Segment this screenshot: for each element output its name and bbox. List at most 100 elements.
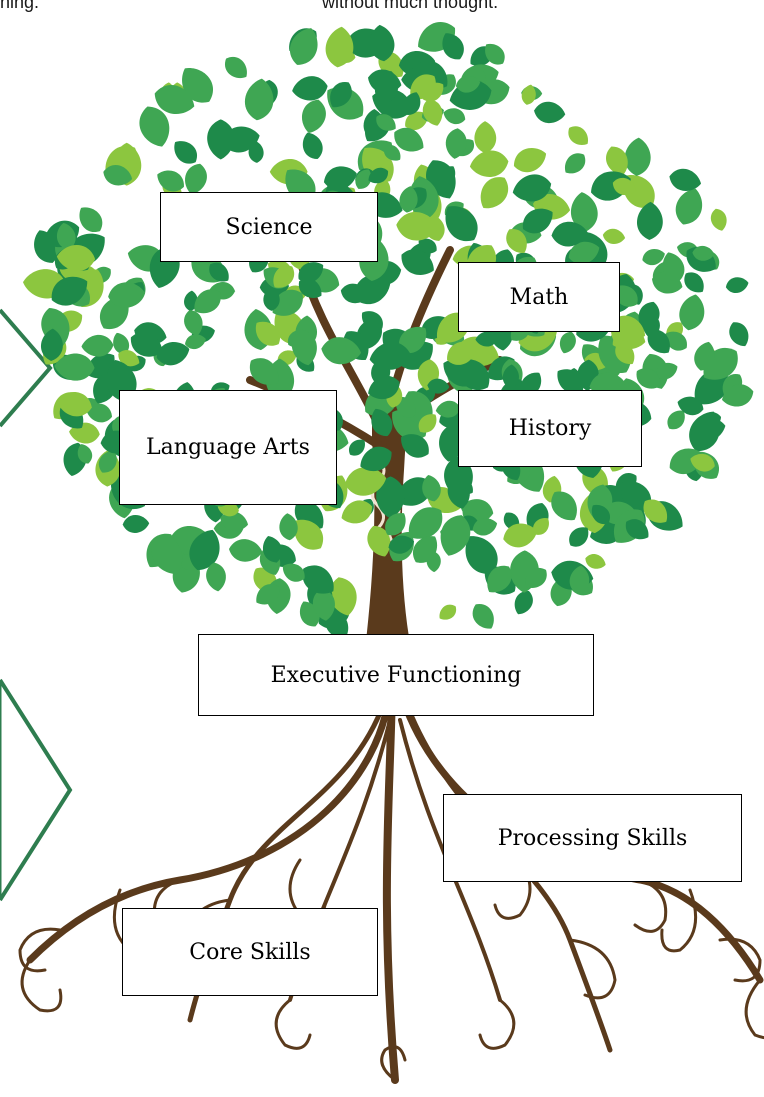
leaf <box>41 328 63 361</box>
leaf <box>729 322 749 347</box>
leaf <box>475 331 498 347</box>
leaf <box>442 33 464 60</box>
leaf <box>57 392 92 417</box>
leaf <box>51 276 88 306</box>
leaf <box>396 212 439 241</box>
leaf <box>290 28 318 65</box>
leaf <box>228 539 263 562</box>
leaf <box>292 76 328 101</box>
leaf <box>559 331 576 354</box>
leaf <box>525 567 547 588</box>
leaf <box>182 68 214 103</box>
leaf <box>621 481 651 513</box>
leaf <box>189 529 220 571</box>
leaf <box>401 249 434 275</box>
leaf <box>174 141 197 164</box>
leaf <box>450 466 467 483</box>
leaf <box>624 137 651 176</box>
chevron-arrow-upper <box>0 308 53 428</box>
leaf <box>665 331 687 351</box>
leaf <box>585 554 606 569</box>
leaf <box>294 519 323 550</box>
leaf <box>302 132 323 160</box>
leaf <box>184 334 206 350</box>
leaf <box>445 206 478 242</box>
leaf <box>455 75 481 93</box>
leaf <box>694 341 715 371</box>
leaf <box>412 536 438 563</box>
leaf <box>369 342 410 370</box>
leaf <box>79 207 103 233</box>
leaf <box>272 289 303 316</box>
leaf <box>388 535 415 554</box>
leaf <box>394 127 424 152</box>
leaf <box>98 450 117 473</box>
leaf <box>312 588 335 621</box>
leaf <box>514 591 533 615</box>
leaf <box>156 342 190 366</box>
leaf <box>349 439 365 456</box>
leaf <box>408 507 443 539</box>
chevron-arrow-lower <box>0 678 73 902</box>
leaf <box>422 474 441 502</box>
leaf <box>422 82 444 102</box>
leaf <box>591 504 610 525</box>
leaf <box>662 252 685 282</box>
leaf <box>502 364 519 389</box>
leaf <box>118 350 140 367</box>
leaf <box>329 577 357 616</box>
header-fragment-right: without much thought. <box>322 0 499 12</box>
leaf <box>139 106 170 147</box>
leaf <box>447 341 477 365</box>
language-arts-label: Language Arts <box>119 390 337 505</box>
leaf <box>184 309 203 336</box>
leaf <box>194 289 221 314</box>
leaf <box>185 163 207 195</box>
leaf <box>77 444 93 464</box>
leaf <box>570 192 598 232</box>
leaf <box>614 285 638 307</box>
leaf <box>636 368 661 389</box>
leaf <box>376 114 396 131</box>
header-fragment-left: ning. <box>0 0 40 12</box>
leaf <box>521 84 536 105</box>
leaf <box>368 167 389 184</box>
leaf <box>427 378 450 394</box>
leaf <box>469 150 509 177</box>
leaf <box>569 527 589 547</box>
leaf <box>513 148 547 173</box>
leaf <box>54 353 95 381</box>
leaf <box>263 286 280 311</box>
leaf <box>568 241 600 265</box>
leaf <box>418 414 437 433</box>
leaf <box>435 400 461 418</box>
leaf <box>371 408 393 437</box>
leaf <box>341 500 373 524</box>
leaf <box>209 262 229 282</box>
leaf <box>361 311 383 331</box>
leaf <box>273 265 295 288</box>
leaf <box>690 417 726 442</box>
science-label: Science <box>160 192 378 262</box>
leaf <box>279 513 298 541</box>
leaf <box>692 245 715 261</box>
leaf <box>725 277 749 294</box>
leaf <box>302 565 334 594</box>
leaf <box>637 201 663 240</box>
leaf <box>456 359 490 390</box>
leaf <box>551 491 577 521</box>
leaf <box>418 238 437 254</box>
leaf <box>512 174 552 202</box>
leaf <box>684 272 704 293</box>
leaf <box>642 248 665 266</box>
leaf <box>56 244 96 271</box>
leaf <box>503 523 538 548</box>
leaf <box>321 337 362 365</box>
leaf <box>722 384 754 407</box>
leaf <box>565 367 582 393</box>
leaf <box>523 208 553 234</box>
leaf <box>262 536 283 563</box>
leaf <box>710 208 727 231</box>
leaf <box>108 282 146 308</box>
